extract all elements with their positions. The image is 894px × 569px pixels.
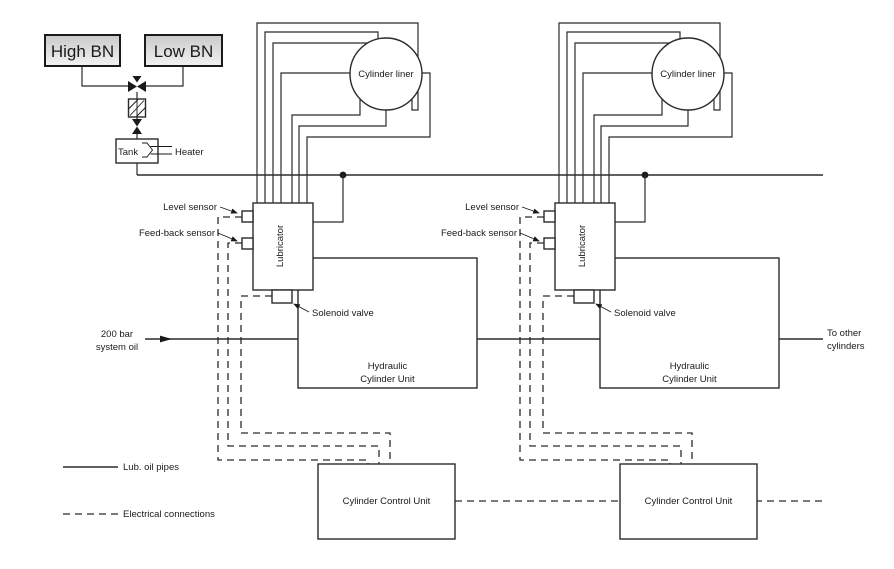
solenoid-valve-label: Solenoid valve bbox=[614, 308, 676, 319]
level-sensor-box bbox=[543, 210, 556, 223]
heater-label: Heater bbox=[175, 147, 204, 158]
legend: Lub. oil pipes Electrical connections bbox=[63, 462, 215, 520]
heater-element-icon bbox=[142, 142, 154, 158]
oil-flow-arrow-icon bbox=[160, 335, 172, 343]
solenoid-valve-box bbox=[573, 289, 595, 304]
solenoid-valve-label: Solenoid valve bbox=[312, 308, 374, 319]
legend-solid-label: Lub. oil pipes bbox=[123, 462, 179, 473]
lube-pipe bbox=[280, 72, 352, 210]
supply-drop-line bbox=[313, 175, 344, 223]
cylinder-liner-circle bbox=[349, 37, 423, 111]
high-bn-feed-line bbox=[81, 66, 128, 87]
lube-pipe bbox=[298, 108, 387, 210]
level-sensor-pointer bbox=[521, 206, 540, 214]
legend-dashed-label: Electrical connections bbox=[123, 509, 215, 520]
three-way-valve-icon bbox=[132, 76, 142, 83]
cylinder-unit-1: Hydraulic Cylinder Unit Cylinder liner L… bbox=[139, 22, 478, 540]
control-unit-label: Cylinder Control Unit bbox=[645, 496, 733, 507]
lubricator-label: Lubricator bbox=[577, 225, 588, 267]
lube-pipe bbox=[264, 31, 379, 210]
cylinder-unit-2: Hydraulic Cylinder Unit Cylinder liner L… bbox=[441, 22, 780, 540]
lube-pipe bbox=[600, 108, 689, 210]
level-sensor-box bbox=[241, 210, 254, 223]
lube-pipe bbox=[593, 98, 663, 210]
shutoff-valve-icon bbox=[132, 119, 142, 127]
hydraulic-cylinder-unit-box bbox=[599, 257, 780, 389]
cylinder-control-unit-box bbox=[317, 463, 456, 540]
lube-pipe bbox=[306, 72, 431, 210]
lube-pipe bbox=[582, 72, 654, 210]
cylinder-control-unit-box bbox=[619, 463, 758, 540]
lube-pipe bbox=[272, 42, 370, 210]
high-bn-box bbox=[44, 34, 121, 67]
lube-pipe bbox=[566, 31, 681, 210]
level-sensor-pointer bbox=[219, 206, 238, 214]
shutoff-valve-icon bbox=[132, 126, 142, 134]
feedback-sensor-pointer bbox=[519, 232, 540, 242]
oil-supply-assembly: Tank Heater High BN Low BN bbox=[44, 34, 223, 175]
to-other-cylinders-line1: To other bbox=[827, 328, 861, 339]
feedback-sensor-box bbox=[241, 237, 254, 250]
solenoid-valve-pointer bbox=[293, 303, 310, 313]
cylinder-liner-circle bbox=[651, 37, 725, 111]
level-sensor-wire bbox=[217, 216, 369, 464]
high-bn-label: High BN bbox=[51, 42, 114, 61]
cylinder-liner-label: Cylinder liner bbox=[660, 69, 715, 80]
tank-label: Tank bbox=[118, 147, 138, 158]
solenoid-wire bbox=[542, 295, 693, 464]
lubricator-label: Lubricator bbox=[275, 225, 286, 267]
supply-drop-line bbox=[615, 175, 646, 223]
low-bn-label: Low BN bbox=[154, 42, 214, 61]
to-other-cylinders-line2: cylinders bbox=[827, 341, 865, 352]
low-bn-feed-line bbox=[146, 66, 184, 87]
solenoid-valve-pointer bbox=[595, 303, 612, 313]
tank-box bbox=[115, 138, 159, 164]
level-sensor-label: Level sensor bbox=[465, 202, 519, 213]
lube-pipe bbox=[291, 98, 361, 210]
low-bn-box bbox=[144, 34, 223, 67]
feedback-sensor-pointer bbox=[217, 232, 238, 242]
lube-pipe bbox=[608, 72, 733, 210]
system-oil-label-line2: system oil bbox=[96, 342, 138, 353]
solenoid-wire bbox=[240, 295, 391, 464]
control-unit-label: Cylinder Control Unit bbox=[343, 496, 431, 507]
feedback-sensor-wire bbox=[529, 242, 682, 464]
lubricator-box bbox=[554, 202, 616, 291]
hydraulic-cylinder-unit-box bbox=[297, 257, 478, 389]
feedback-sensor-label: Feed-back sensor bbox=[139, 228, 215, 239]
three-way-valve-icon bbox=[128, 81, 137, 92]
heater-leads bbox=[150, 146, 172, 155]
hydraulic-unit-label-line2: Cylinder Unit bbox=[662, 374, 717, 385]
feedback-sensor-box bbox=[543, 237, 556, 250]
feedback-sensor-wire bbox=[227, 242, 380, 464]
lube-pipe bbox=[574, 42, 672, 210]
hydraulic-unit-label-line1: Hydraulic bbox=[368, 361, 408, 372]
hydraulic-unit-label-line1: Hydraulic bbox=[670, 361, 710, 372]
system-oil-label-line1: 200 bar bbox=[101, 329, 133, 340]
feedback-sensor-label: Feed-back sensor bbox=[441, 228, 517, 239]
level-sensor-label: Level sensor bbox=[163, 202, 217, 213]
cylinder-liner-label: Cylinder liner bbox=[358, 69, 413, 80]
solenoid-valve-box bbox=[271, 289, 293, 304]
hydraulic-unit-label-line2: Cylinder Unit bbox=[360, 374, 415, 385]
three-way-valve-icon bbox=[137, 81, 146, 92]
level-sensor-wire bbox=[519, 216, 671, 464]
